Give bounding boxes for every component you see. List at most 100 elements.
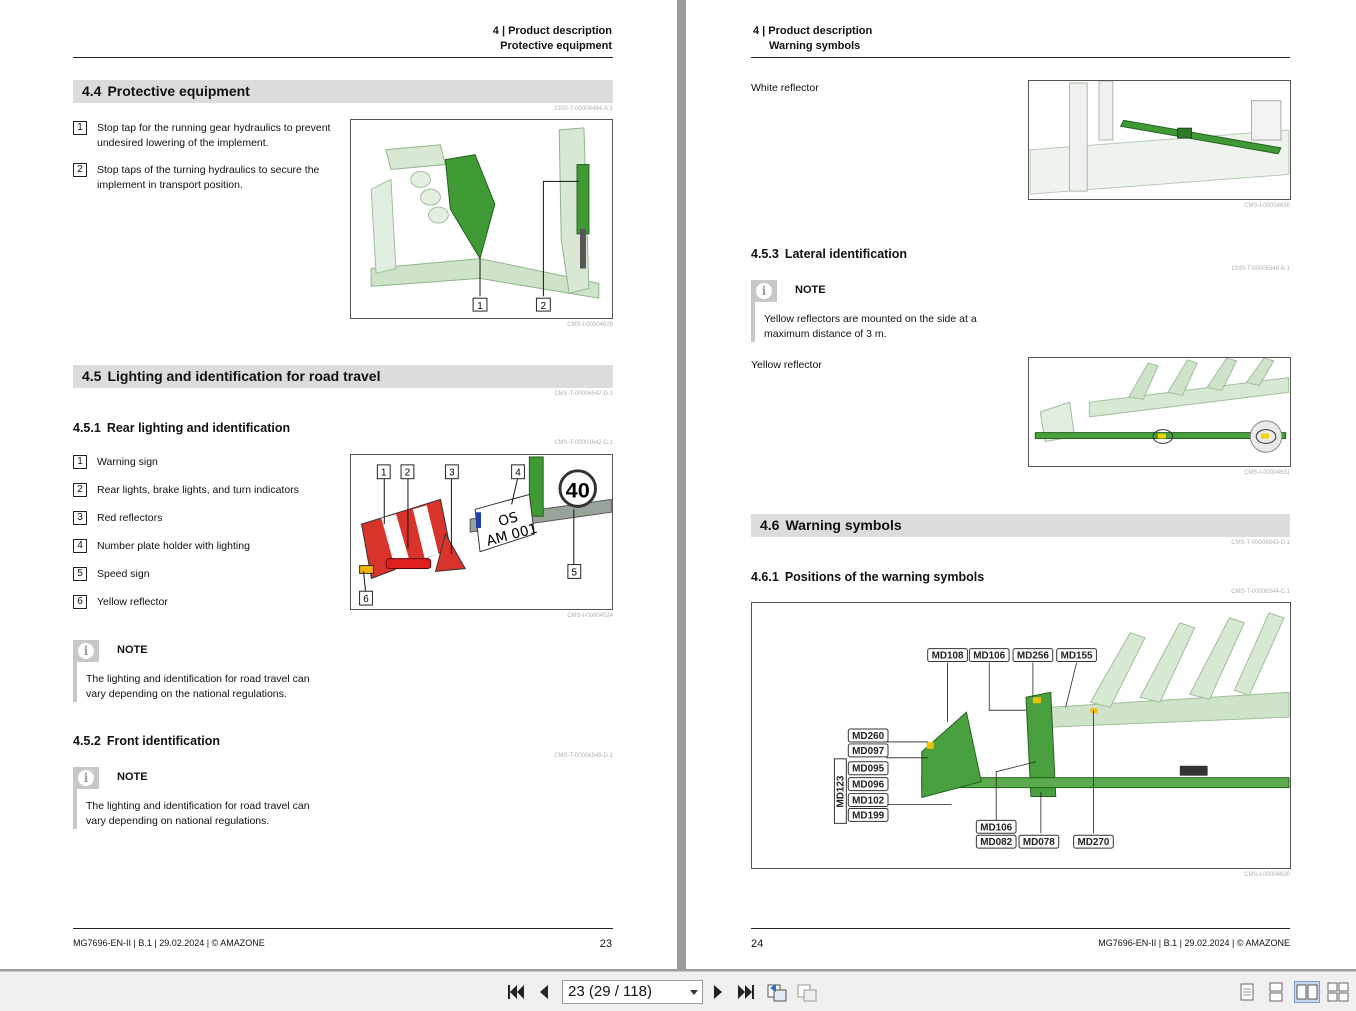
page-number: 24 (751, 938, 764, 950)
item-number: 2 (73, 483, 87, 497)
warning-symbol-tag-label: MD095 (852, 764, 884, 775)
content-ref: CMS-T-00003642-C.1 (554, 440, 613, 446)
chevron-down-icon[interactable] (690, 990, 698, 995)
facing-pages-view-button[interactable] (1294, 981, 1320, 1003)
header-chapter: 4 | Product description (753, 25, 873, 37)
info-icon: i (756, 283, 772, 299)
warning-symbol-tag: MD096 (847, 777, 889, 792)
section-title: Lighting and identification for road tra… (107, 368, 381, 384)
item-text: Stop taps of the turning hydraulics to s… (97, 164, 320, 191)
warning-symbol-tag: MD082 (975, 834, 1017, 849)
yellow-reflector-label: Yellow reflector (751, 359, 822, 371)
figure-ref: CMS-I-00004524 (567, 613, 613, 619)
go-forward-icon (797, 984, 817, 1002)
svg-text:4: 4 (515, 468, 521, 479)
section-4-5-2-heading: 4.5.2 Front identification (73, 734, 220, 748)
item-number: 5 (73, 567, 87, 581)
continuous-facing-view-icon (1327, 982, 1349, 1002)
section-4-4-heading: 4.4 Protective equipment (73, 80, 613, 103)
warning-symbol-tag-label: MD106 (980, 822, 1012, 833)
item-number: 3 (73, 511, 87, 525)
item-text: Number plate holder with lighting (97, 540, 250, 552)
section-number: 4.6.1 (751, 570, 779, 584)
section-number: 4.4 (82, 83, 102, 99)
note-title: NOTE (117, 771, 148, 783)
white-reflector-figure (1028, 80, 1291, 200)
section-number: 4.5.3 (751, 247, 779, 261)
figure-ref: CMS-I-00004620 (1244, 872, 1290, 878)
warning-symbol-tag: MD097 (847, 743, 889, 758)
item-number: 2 (73, 163, 87, 177)
continuous-view-icon (1269, 982, 1283, 1002)
section-title: Front identification (106, 734, 220, 748)
next-page-icon (714, 985, 722, 999)
page-number-value: 23 (29 / 118) (568, 983, 652, 1000)
item-number: 4 (73, 539, 87, 553)
item-number: 1 (73, 455, 87, 469)
header-chapter: 4 | Product description (492, 25, 612, 37)
facing-pages-view-icon (1296, 984, 1318, 1000)
svg-text:1: 1 (381, 468, 386, 479)
warning-symbol-tag-label: MD102 (852, 795, 884, 806)
page-footer: MG7696-EN-II | B.1 | 29.02.2024 | © AMAZ… (1098, 938, 1290, 948)
list-item: 2 Rear lights, brake lights, and turn ind… (73, 483, 299, 498)
section-number: 4.5.2 (73, 734, 101, 748)
document-viewport[interactable]: 4 | Product description Protective equip… (0, 0, 1356, 971)
warning-symbol-tag-label: MD096 (852, 780, 884, 791)
first-page-button[interactable] (506, 981, 526, 1003)
yellow-reflector-figure (1028, 357, 1291, 467)
warning-symbol-tag: MD106 (968, 648, 1010, 663)
last-page-button[interactable] (736, 981, 756, 1003)
number-plate-line1: OS (497, 509, 520, 530)
item-number: 6 (73, 595, 87, 609)
svg-text:6: 6 (363, 594, 369, 605)
warning-symbol-tag: MD155 (1056, 648, 1097, 663)
content-ref: CMS-T-00006484-A.1 (554, 106, 613, 112)
info-icon: i (78, 643, 94, 659)
svg-text:3: 3 (449, 468, 455, 479)
warning-symbol-tag-label: MD108 (932, 651, 964, 662)
note-box: i NOTE The lighting and identification f… (73, 767, 343, 829)
note-body: The lighting and identification for road… (86, 800, 310, 827)
page-number: 23 (599, 938, 612, 950)
svg-text:2: 2 (541, 301, 547, 312)
note-header: i (73, 767, 99, 789)
section-4-5-3-heading: 4.5.3 Lateral identification (751, 247, 907, 261)
warning-symbol-tag: MD256 (1012, 648, 1054, 663)
figure-ref: CMS-I-00004628 (567, 322, 613, 328)
go-back-button[interactable] (765, 981, 789, 1003)
warning-symbol-tag: MD270 (1073, 834, 1114, 849)
section-title: Protective equipment (107, 83, 250, 99)
header-rule (73, 57, 613, 58)
warning-symbol-tag-label: MD256 (1017, 651, 1049, 662)
previous-page-button[interactable] (536, 981, 552, 1003)
section-title: Warning symbols (785, 517, 902, 533)
warning-symbol-tag-label: MD078 (1023, 837, 1055, 848)
last-page-icon (738, 985, 754, 999)
go-back-icon (767, 984, 787, 1002)
single-page-view-icon (1240, 983, 1254, 1001)
figure-ref: CMS-I-00004630 (1244, 203, 1290, 209)
single-page-view-button[interactable] (1237, 981, 1257, 1003)
warning-symbol-tag: MD199 (847, 807, 889, 822)
next-page-button[interactable] (710, 981, 726, 1003)
svg-text:1: 1 (477, 301, 483, 312)
continuous-view-button[interactable] (1266, 981, 1286, 1003)
protective-equipment-figure: 1 2 (350, 119, 613, 319)
info-icon: i (78, 770, 94, 786)
continuous-facing-view-button[interactable] (1326, 981, 1350, 1003)
warning-symbol-tag: MD095 (847, 761, 889, 776)
item-text: Rear lights, brake lights, and turn indi… (97, 484, 299, 496)
go-forward-button[interactable] (795, 981, 819, 1003)
section-title: Lateral identification (784, 247, 908, 261)
page-number-field[interactable]: 23 (29 / 118) (562, 980, 703, 1004)
item-text: Stop tap for the running gear hydraulics… (97, 122, 331, 149)
header-section: Protective equipment (500, 40, 612, 52)
